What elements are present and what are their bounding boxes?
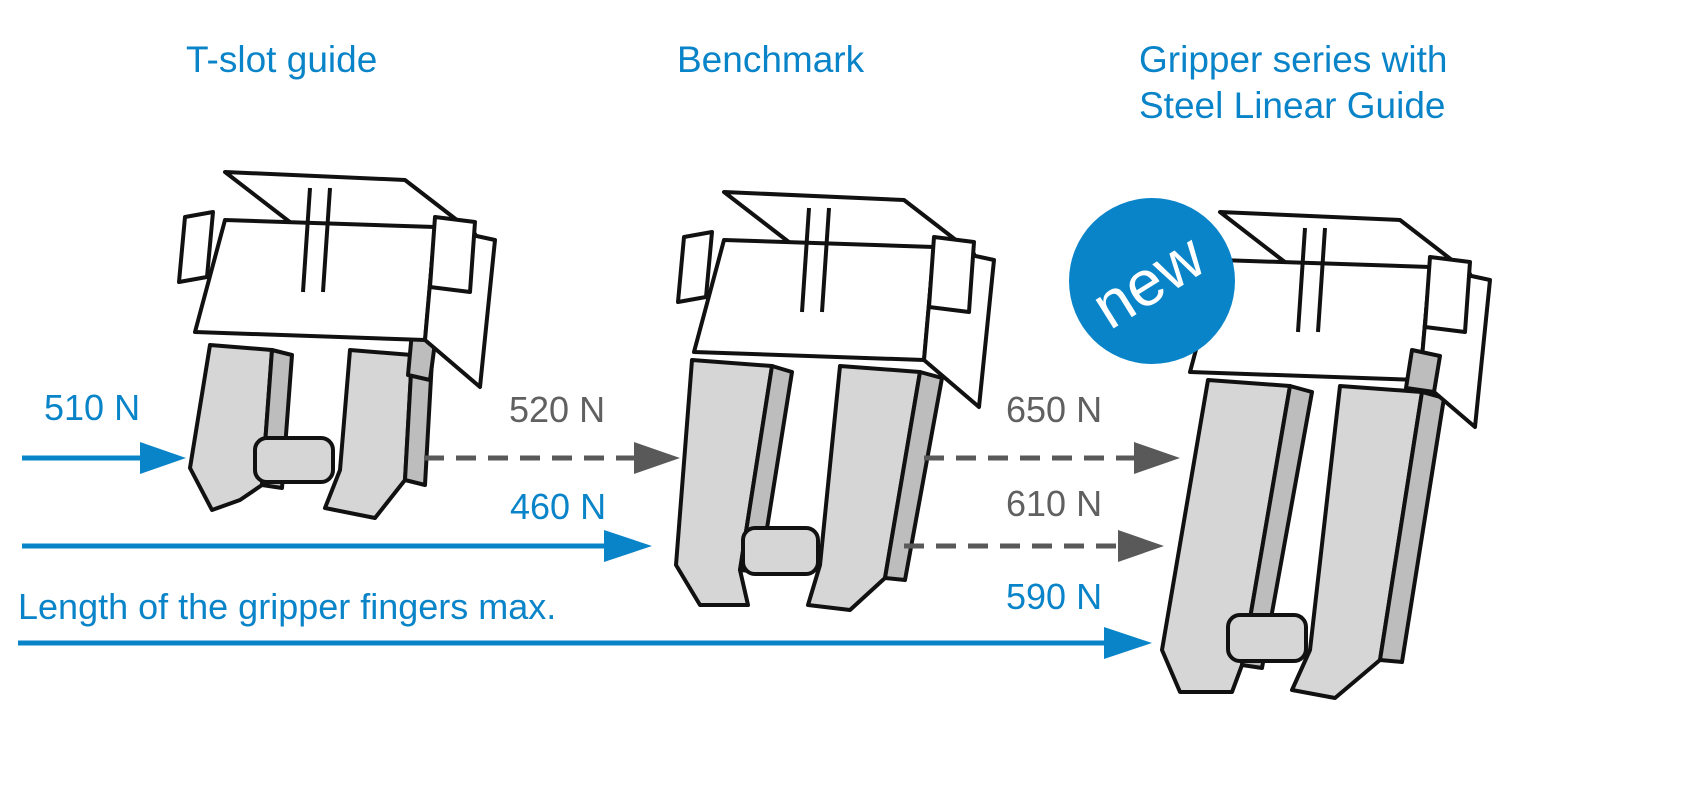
arrow-benchmark-short bbox=[424, 442, 680, 474]
force-label-gripper-short: 650 N bbox=[1006, 389, 1102, 430]
force-label-benchmark-short: 520 N bbox=[509, 389, 605, 430]
tslot-guide-heading: T-slot guide bbox=[186, 39, 377, 80]
benchmark-gripper-illustration bbox=[674, 190, 996, 612]
arrow-gripper-medium bbox=[904, 530, 1164, 562]
arrow-tslot-short bbox=[22, 442, 186, 474]
force-label-gripper-long: 590 N bbox=[1006, 576, 1102, 617]
new-badge: new bbox=[1069, 198, 1235, 364]
force-label-tslot: 510 N bbox=[44, 387, 140, 428]
gripper-series-heading-line1: Gripper series with bbox=[1139, 39, 1447, 80]
finger-length-note: Length of the gripper fingers max. bbox=[18, 586, 556, 627]
benchmark-heading: Benchmark bbox=[677, 39, 865, 80]
gripper-series-heading-line2: Steel Linear Guide bbox=[1139, 85, 1445, 126]
tslot-gripper-illustration bbox=[177, 170, 497, 520]
force-label-gripper-medium: 610 N bbox=[1006, 483, 1102, 524]
arrow-gripper-short bbox=[924, 442, 1180, 474]
arrow-gripper-long bbox=[18, 627, 1152, 659]
steel-linear-guide-gripper-illustration bbox=[1160, 210, 1492, 700]
force-label-benchmark-medium: 460 N bbox=[510, 486, 606, 527]
arrow-benchmark-medium bbox=[22, 530, 652, 562]
